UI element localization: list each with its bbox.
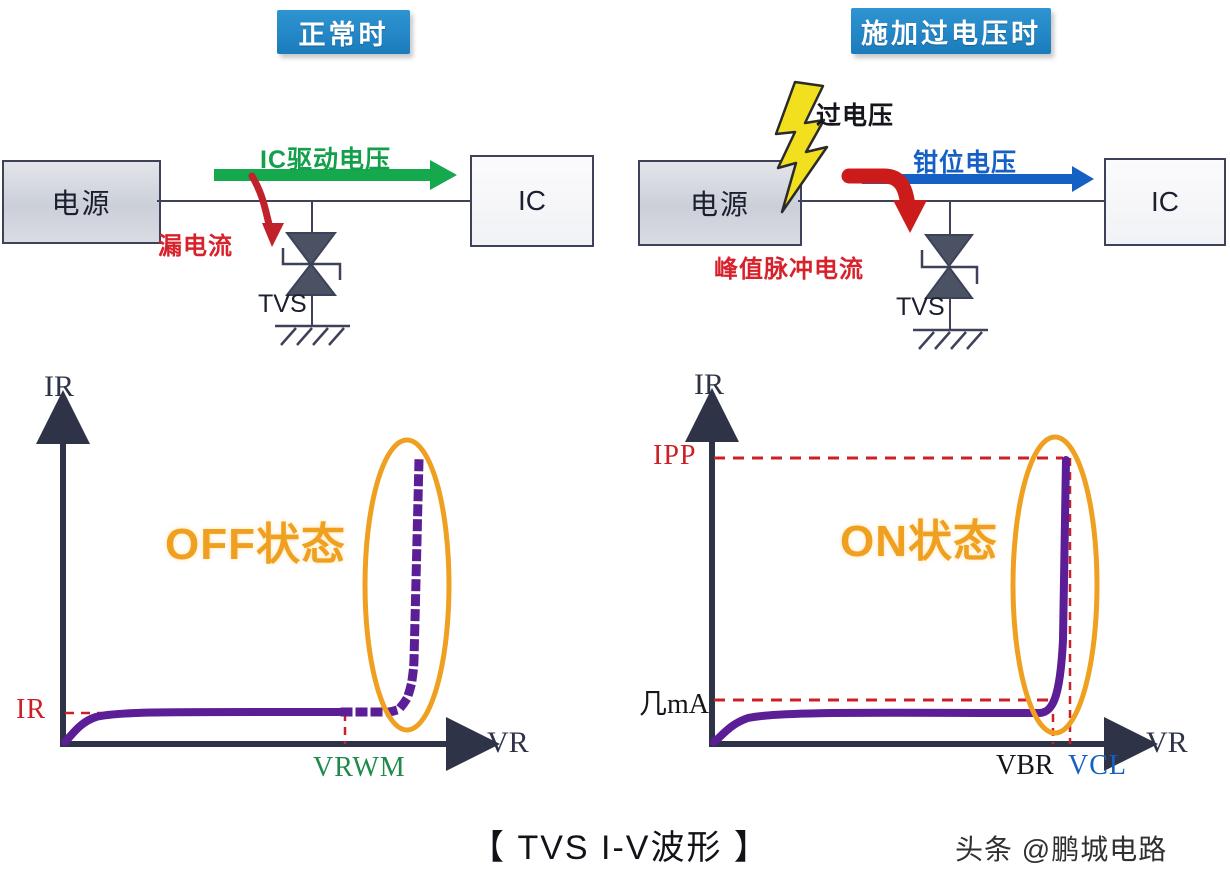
chart-left-ir-tick: IR bbox=[16, 694, 46, 725]
chart-right-curve bbox=[710, 456, 1070, 746]
power-source-box-right: 电源 bbox=[638, 160, 802, 246]
ground-symbol-left bbox=[275, 324, 350, 346]
leak-current-label: 漏电流 bbox=[158, 233, 233, 260]
chart-right-highlight-ellipse bbox=[1010, 434, 1100, 736]
chart-right-state-label: ON状态 bbox=[840, 517, 998, 566]
peak-pulse-current-arrow bbox=[841, 168, 927, 233]
wire-left-tvs-ground bbox=[311, 288, 313, 326]
chart-left-y-axis-label: IR bbox=[44, 370, 74, 403]
chart-right-vbr-tick: VBR bbox=[996, 750, 1054, 781]
chart-right-x-axis-label: VR bbox=[1146, 726, 1188, 759]
ic-drive-voltage-label: IC驱动电压 bbox=[260, 146, 392, 174]
ground-symbol-right bbox=[913, 328, 988, 350]
power-source-box-left: 电源 bbox=[2, 160, 161, 244]
tvs-symbol-right bbox=[920, 234, 979, 299]
chart-left-curve-dotted bbox=[340, 455, 424, 717]
chart-right-y-axis-label: IR bbox=[694, 368, 724, 401]
chart-left-curve-solid bbox=[61, 707, 349, 746]
watermark: 头条 @鹏城电路 bbox=[955, 834, 1168, 865]
chart-left-highlight-ellipse bbox=[362, 437, 452, 733]
ic-box-left: IC bbox=[470, 155, 594, 247]
wire-right-main bbox=[798, 200, 1104, 202]
overvoltage-label: 过电压 bbox=[816, 102, 895, 130]
chart-right-vcl-tick: VCL bbox=[1068, 750, 1127, 781]
leak-current-arrow-left bbox=[248, 172, 284, 247]
figure-caption: 【 TVS I-V波形 】 bbox=[470, 829, 770, 867]
ic-box-right: IC bbox=[1104, 158, 1226, 246]
wire-left-main bbox=[157, 200, 470, 202]
tab-normal[interactable]: 正常时 bbox=[277, 10, 410, 54]
chart-left-state-label: OFF状态 bbox=[165, 520, 346, 569]
chart-left-vrwm-tick: VRWM bbox=[313, 752, 406, 783]
chart-right-ipp-tick: IPP bbox=[653, 440, 697, 471]
tab-overvoltage[interactable]: 施加过电压时 bbox=[851, 8, 1051, 54]
chart-right-fewma-tick: 几mA bbox=[639, 689, 710, 720]
wire-right-tvs-ground bbox=[949, 292, 951, 330]
wire-left-tvs-drop bbox=[311, 200, 313, 232]
clamp-voltage-label: 钳位电压 bbox=[913, 149, 1018, 177]
tvs-label-right: TVS bbox=[896, 293, 945, 321]
wire-right-tvs-drop bbox=[949, 200, 951, 234]
tvs-label-left: TVS bbox=[258, 290, 307, 318]
tvs-symbol-left bbox=[281, 232, 342, 296]
chart-left-x-axis-label: VR bbox=[487, 726, 529, 759]
peak-pulse-current-label: 峰值脉冲电流 bbox=[714, 256, 864, 283]
